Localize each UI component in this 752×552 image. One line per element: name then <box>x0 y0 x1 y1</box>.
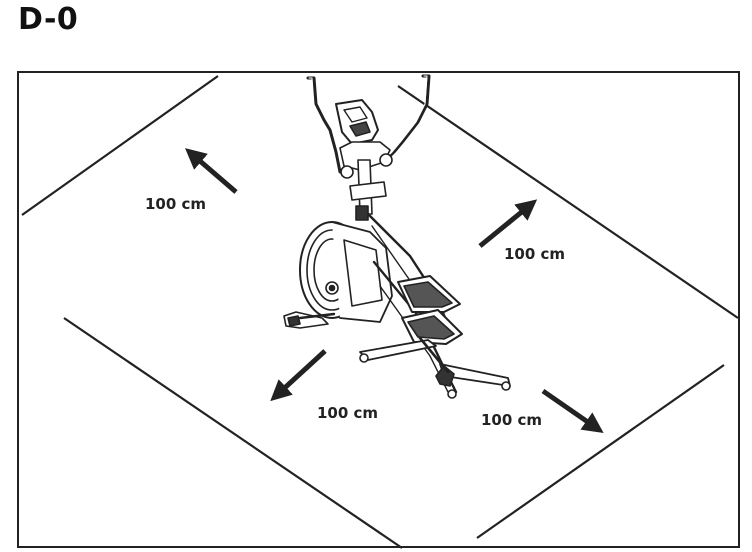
arrow-back-right <box>478 199 538 248</box>
floor-line-bottom-left <box>63 317 403 549</box>
diagram-frame <box>17 71 740 548</box>
arrow-left <box>270 349 327 402</box>
label-back-right: 100 cm <box>504 245 565 263</box>
elliptical-trainer-icon <box>283 74 511 399</box>
label-front-left: 100 cm <box>145 195 206 213</box>
label-right: 100 cm <box>481 411 542 429</box>
floor-line-bottom-right <box>476 364 725 539</box>
floor-line-top-left <box>21 75 219 216</box>
floor-line-top-right <box>397 85 739 319</box>
arrow-right <box>541 388 604 433</box>
arrow-front-left <box>185 148 238 194</box>
figure-label: D-0 <box>18 2 79 37</box>
label-left: 100 cm <box>317 404 378 422</box>
